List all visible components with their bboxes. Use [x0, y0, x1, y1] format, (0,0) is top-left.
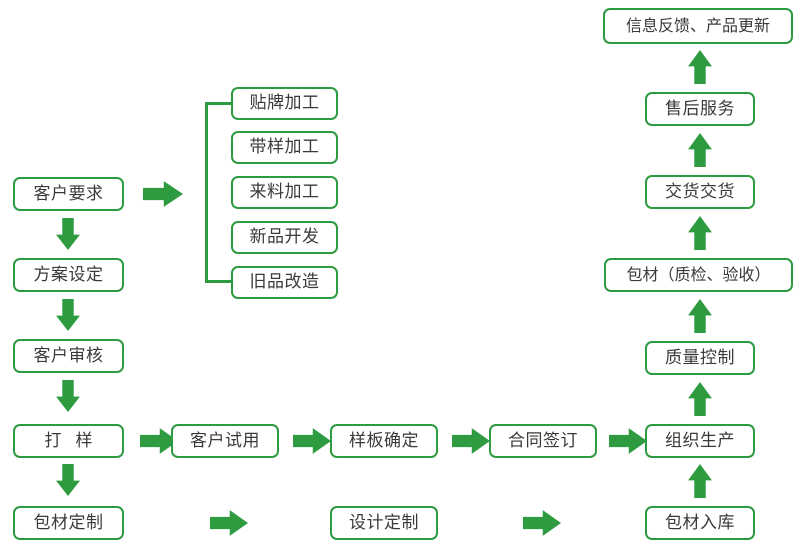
- bracket-top-line: [205, 102, 232, 105]
- arrow-up-warehouse-to-production: [688, 464, 712, 498]
- node-after-sales[interactable]: 售后服务: [645, 92, 755, 126]
- node-material-processing[interactable]: 来料加工: [231, 176, 338, 209]
- arrow-down-sampling-to-packaging-custom: [56, 464, 80, 496]
- node-sample-processing[interactable]: 带样加工: [231, 131, 338, 164]
- arrow-right-contract-to-production: [609, 428, 647, 454]
- node-sampling[interactable]: 打样: [13, 424, 124, 458]
- arrow-up-delivery-to-after-sales: [688, 133, 712, 167]
- node-plan-setting[interactable]: 方案设定: [13, 258, 124, 292]
- arrow-down-review-to-sampling: [56, 380, 80, 412]
- arrow-up-quality-to-packaging-inspection: [688, 299, 712, 333]
- bracket-bottom-line: [205, 280, 232, 283]
- node-packaging-custom[interactable]: 包材定制: [13, 506, 124, 540]
- arrow-down-requirement-to-plan: [56, 218, 80, 250]
- arrow-down-plan-to-review: [56, 299, 80, 331]
- node-feedback-update[interactable]: 信息反馈、产品更新: [603, 8, 793, 44]
- node-packaging-warehouse[interactable]: 包材入库: [645, 506, 755, 540]
- node-new-product-dev[interactable]: 新品开发: [231, 221, 338, 254]
- arrow-up-inspection-to-delivery: [688, 216, 712, 250]
- node-quality-control[interactable]: 质量控制: [645, 341, 755, 375]
- arrow-right-requirement-to-branches: [143, 181, 183, 207]
- node-organize-production[interactable]: 组织生产: [645, 424, 755, 458]
- node-delivery[interactable]: 交货交货: [645, 175, 755, 209]
- arrow-right-packaging-custom-to-design: [210, 510, 248, 536]
- node-customer-requirement[interactable]: 客户要求: [13, 177, 124, 211]
- node-contract-sign[interactable]: 合同签订: [489, 424, 597, 458]
- node-oem-processing[interactable]: 贴牌加工: [231, 87, 338, 120]
- arrow-right-design-to-packaging-warehouse: [523, 510, 561, 536]
- node-old-product-remake[interactable]: 旧品改造: [231, 266, 338, 299]
- node-sample-confirm[interactable]: 样板确定: [330, 424, 438, 458]
- bracket-vertical-line: [205, 102, 208, 283]
- node-design-custom[interactable]: 设计定制: [330, 506, 438, 540]
- node-customer-trial[interactable]: 客户试用: [171, 424, 279, 458]
- arrow-right-trial-to-sample-confirm: [293, 428, 331, 454]
- node-packaging-inspection[interactable]: 包材（质检、验收）: [604, 258, 793, 292]
- branch-bracket-connector: [205, 102, 232, 283]
- arrow-up-production-to-quality: [688, 382, 712, 416]
- arrow-right-sample-confirm-to-contract: [452, 428, 490, 454]
- arrow-up-after-sales-to-feedback: [688, 50, 712, 84]
- node-customer-review[interactable]: 客户审核: [13, 339, 124, 373]
